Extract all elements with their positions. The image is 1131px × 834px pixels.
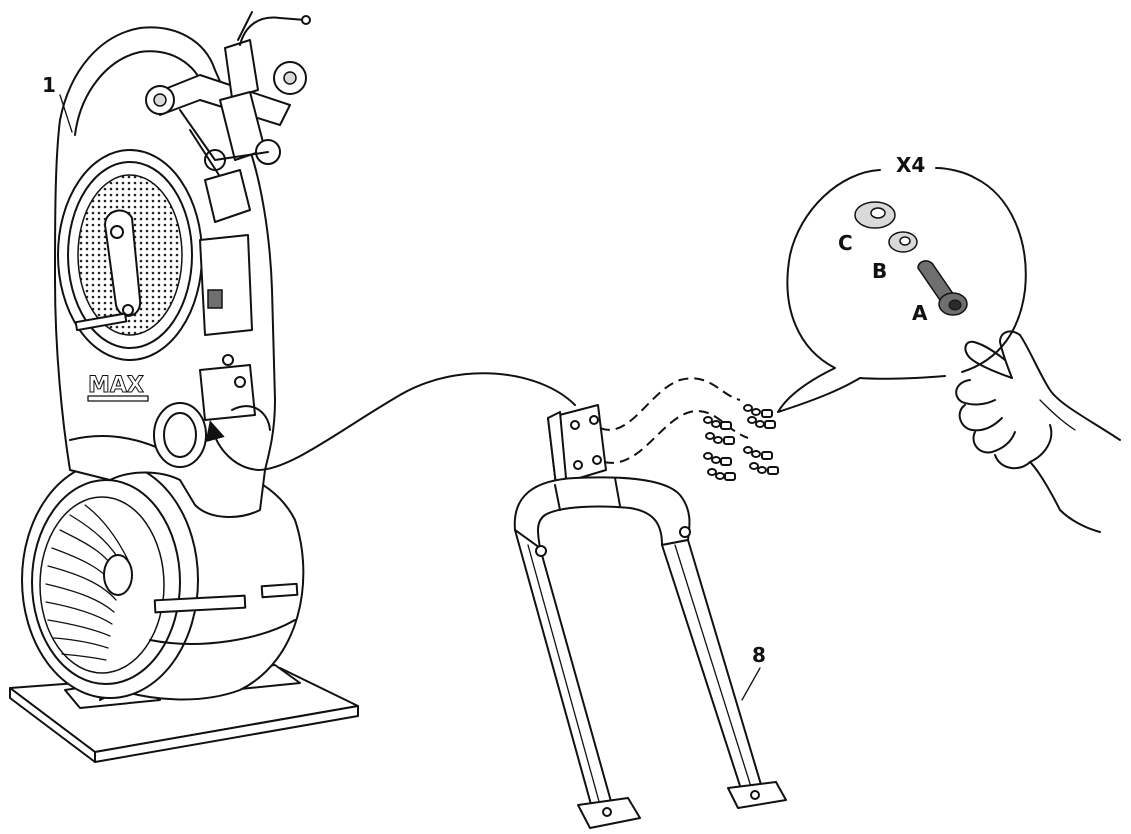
stand-left-leg	[514, 529, 613, 809]
lock-washer-b	[888, 231, 918, 253]
leader-stand	[741, 667, 761, 701]
alignment-lines	[599, 377, 749, 464]
loose-fasteners	[703, 404, 779, 481]
leader-machine	[59, 94, 73, 133]
machine-body: MAX	[9, 11, 359, 763]
label-part-c: C	[838, 231, 853, 255]
brand-logo: MAX	[88, 373, 144, 398]
label-machine: 1	[42, 73, 56, 97]
label-part-b: B	[872, 259, 887, 283]
fan-blades	[39, 496, 165, 674]
assembly-arrow	[205, 372, 576, 471]
hardware-bubble	[777, 167, 1027, 413]
label-quantity: X4	[896, 153, 925, 177]
bolt-a	[917, 260, 968, 316]
label-part-a: A	[912, 301, 928, 325]
cable	[239, 16, 306, 46]
hand-illustration	[955, 330, 1121, 533]
stand-frame	[513, 404, 787, 829]
label-stand: 8	[752, 643, 766, 667]
stand-right-leg	[661, 539, 763, 793]
top-linkage	[145, 11, 311, 223]
washer-c	[854, 201, 896, 229]
stand-u-tube	[513, 476, 691, 549]
